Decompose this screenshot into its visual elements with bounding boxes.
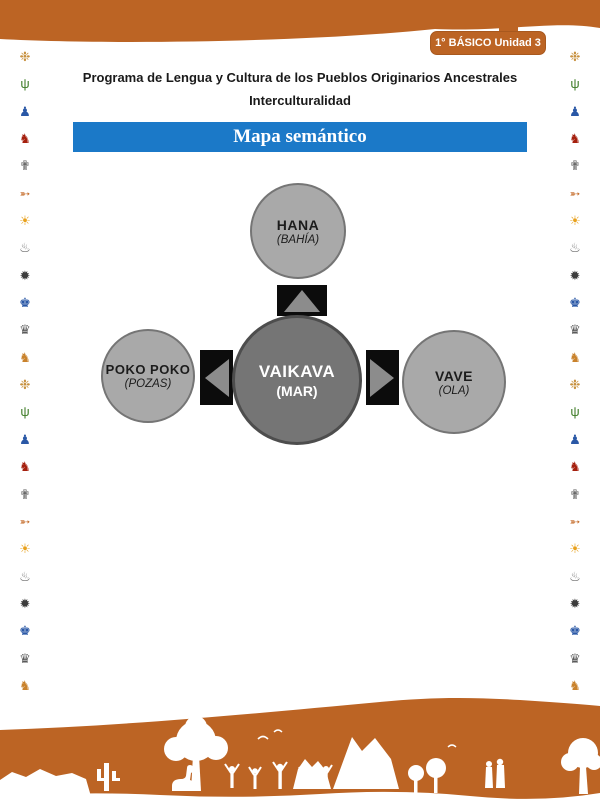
- node-hana-word: HANA: [276, 216, 320, 233]
- frog-figure-icon: ψ: [20, 76, 30, 92]
- node-vave-gloss: (OLA): [438, 384, 470, 397]
- condor-icon: ➵: [19, 185, 31, 201]
- llama-icon: ♞: [19, 349, 31, 365]
- sun-dark-icon: ✹: [19, 267, 31, 283]
- fox-icon: ♞: [569, 459, 581, 475]
- sun-icon: ☀: [569, 213, 581, 229]
- person-hat-gray-icon: ♛: [569, 650, 581, 666]
- node-vaikava-gloss: (MAR): [276, 382, 318, 399]
- node-pokopoko-word: POKO POKO: [105, 362, 191, 377]
- person-helmet-blue-icon: ♚: [569, 295, 581, 311]
- turtle-icon: ❉: [19, 377, 31, 393]
- unit-badge: 1° BÁSICO Unidad 3: [430, 31, 546, 55]
- person-blue-icon: ♟: [19, 103, 31, 119]
- sun-icon: ☀: [19, 541, 31, 557]
- sun-dark-icon: ✹: [569, 267, 581, 283]
- right-icon-column: ❉ ψ ♟ ♞ ✟ ➵ ☀ ♨ ✹ ♚ ♛ ♞ ❉ ψ ♟ ♞ ✟ ➵ ☀ ♨ ✹ ♚ ♛ ♞: [562, 50, 588, 692]
- node-pokopoko: POKO POKO (POZAS): [101, 329, 195, 423]
- person-gray-icon: ✟: [569, 486, 581, 502]
- condor-icon: ➵: [569, 513, 581, 529]
- node-hana: HANA (BAHÍA): [250, 183, 346, 279]
- program-title: Programa de Lengua y Cultura de los Pueb…: [82, 70, 518, 85]
- condor-icon: ➵: [19, 513, 31, 529]
- node-vave-word: VAVE: [434, 367, 474, 384]
- person-helmet-blue-icon: ♚: [19, 295, 31, 311]
- node-hana-gloss: (BAHÍA): [276, 233, 320, 246]
- program-subtitle: Interculturalidad: [249, 93, 351, 108]
- footer-landscape: [0, 697, 600, 800]
- fox-icon: ♞: [19, 459, 31, 475]
- llama-icon: ♞: [19, 677, 31, 693]
- turtle-icon: ❉: [569, 49, 581, 64]
- arrow-right-icon: [370, 358, 394, 397]
- connector-left: [200, 350, 233, 405]
- node-pokopoko-gloss: (POZAS): [124, 378, 172, 390]
- header-wave: [0, 0, 600, 42]
- unit-badge-label: 1° BÁSICO Unidad 3: [435, 37, 541, 49]
- person-helmet-blue-icon: ♚: [19, 623, 31, 639]
- sun-dark-icon: ✹: [19, 595, 31, 611]
- person-blue-icon: ♟: [569, 431, 581, 447]
- arrow-up-icon: [284, 290, 320, 312]
- pot-icon: ♨: [569, 568, 581, 584]
- pot-icon: ♨: [569, 240, 581, 256]
- sun-icon: ☀: [569, 541, 581, 557]
- person-gray-icon: ✟: [19, 486, 31, 502]
- section-banner: Mapa semántico: [73, 122, 527, 152]
- person-blue-icon: ♟: [19, 431, 31, 447]
- section-title: Mapa semántico: [233, 126, 367, 147]
- person-hat-gray-icon: ♛: [569, 322, 581, 338]
- person-hat-gray-icon: ♛: [19, 322, 31, 338]
- sun-dark-icon: ✹: [569, 595, 581, 611]
- fox-icon: ♞: [569, 131, 581, 147]
- person-gray-icon: ✟: [569, 158, 581, 174]
- person-hat-gray-icon: ♛: [19, 650, 31, 666]
- pot-icon: ♨: [19, 568, 31, 584]
- person-blue-icon: ♟: [569, 103, 581, 119]
- llama-icon: ♞: [569, 677, 581, 693]
- llama-icon: ♞: [569, 349, 581, 365]
- frog-figure-icon: ψ: [570, 76, 580, 92]
- frog-figure-icon: ψ: [20, 404, 30, 420]
- connector-right: [366, 350, 399, 405]
- turtle-icon: ❉: [19, 49, 31, 64]
- frog-figure-icon: ψ: [570, 404, 580, 420]
- sun-icon: ☀: [19, 213, 31, 229]
- arrow-left-icon: [205, 358, 229, 397]
- left-icon-column: ❉ ψ ♟ ♞ ✟ ➵ ☀ ♨ ✹ ♚ ♛ ♞ ❉ ψ ♟ ♞ ✟ ➵ ☀ ♨ ✹ ♚ ♛ ♞: [12, 50, 38, 692]
- node-vave: VAVE (OLA): [402, 330, 506, 434]
- person-helmet-blue-icon: ♚: [569, 623, 581, 639]
- person-gray-icon: ✟: [19, 158, 31, 174]
- fox-icon: ♞: [19, 131, 31, 147]
- pot-icon: ♨: [19, 240, 31, 256]
- connector-top: [277, 285, 327, 316]
- turtle-icon: ❉: [569, 377, 581, 393]
- node-vaikava-word: VAIKAVA: [258, 361, 336, 381]
- condor-icon: ➵: [569, 185, 581, 201]
- node-vaikava: VAIKAVA (MAR): [232, 315, 362, 445]
